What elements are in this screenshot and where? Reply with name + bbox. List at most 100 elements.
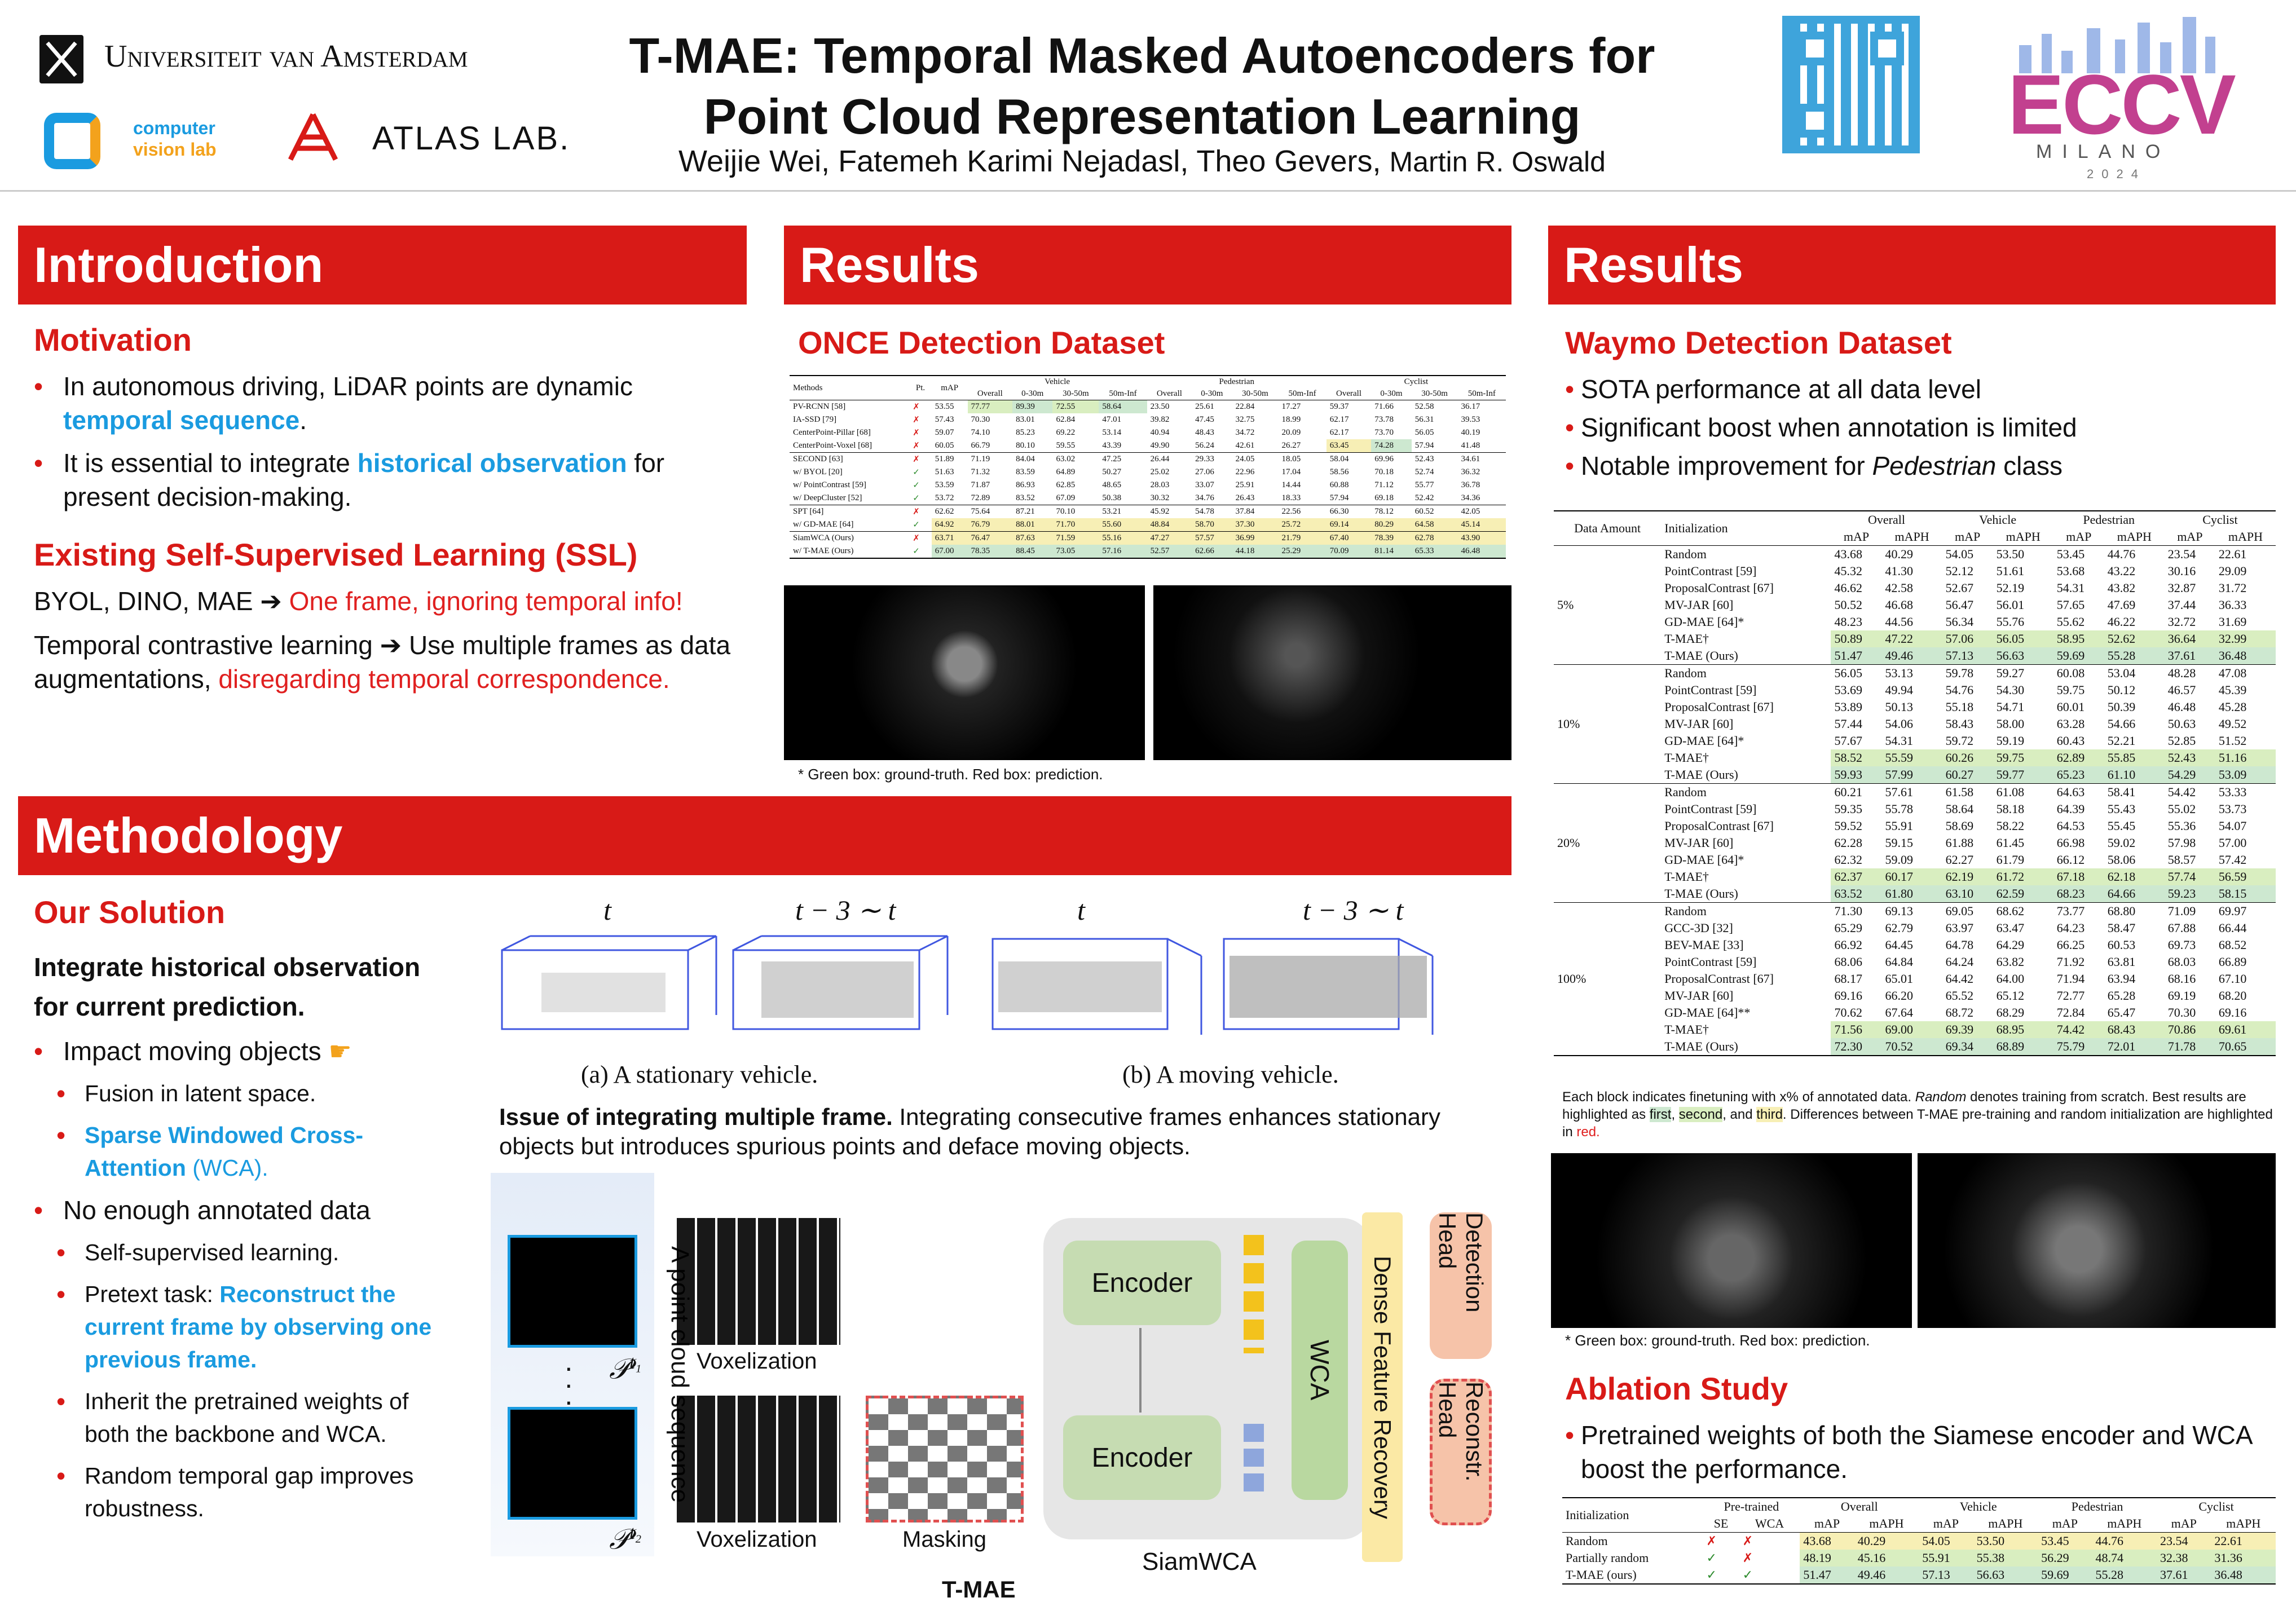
table-cell: Overall [1840, 1499, 1878, 1513]
table-cell: Methods [793, 383, 823, 392]
table-cell: 55.36 [2167, 819, 2196, 833]
table-cell: 65.01 [1885, 972, 1914, 986]
table-cell: BEV-MAE [33] [1664, 938, 1744, 952]
table-cell: 75.64 [971, 507, 990, 516]
table-cell: GD-MAE [64]* [1664, 734, 1744, 748]
table-cell: 68.62 [1996, 904, 2025, 918]
table-cell: mAP [941, 383, 959, 392]
table-cell: 65.33 [1411, 545, 1458, 558]
table-cell: 36.99 [1232, 531, 1279, 545]
ablation-bullets: Pretrained weights of both the Siamese e… [1565, 1418, 2270, 1495]
table-cell: ✗ [913, 455, 920, 464]
table-cell: 58.95 [2053, 630, 2104, 647]
eccv-year: 2024 [2087, 167, 2146, 181]
table-cell: 69.16 [1834, 988, 1862, 1003]
table-cell: 54.29 [2164, 766, 2215, 784]
table-cell: 44.56 [1885, 615, 1914, 629]
waymo-bullets: SOTA performance at all data level Signi… [1565, 372, 2276, 483]
ablation-point: Pretrained weights of both the Siamese e… [1565, 1418, 2270, 1486]
table-cell: 59.27 [1996, 666, 2025, 680]
table-cell: 63.28 [2056, 717, 2085, 731]
table-cell: 36.64 [2164, 630, 2215, 647]
table-cell: 49.52 [2218, 717, 2247, 731]
table-cell: 44.76 [2092, 1532, 2157, 1550]
table-cell: 62.84 [1056, 415, 1076, 424]
diagram-title: T-MAE [942, 1576, 1016, 1603]
dense-feature-recovery: Dense Feature Recovery [1362, 1212, 1403, 1562]
architecture-diagram: 𝒫t₁ 𝒫t₂ ··· A point cloud sequence Voxel… [491, 1173, 1511, 1613]
table-cell: 52.42 [1414, 493, 1434, 502]
table-cell: 78.39 [1371, 531, 1412, 545]
table-cell: 46.57 [2167, 683, 2196, 697]
pc-boxes [501, 935, 1434, 1035]
table-cell: T-MAE† [1664, 1022, 1709, 1036]
table-cell: 61.58 [1945, 785, 1974, 799]
table-cell: 32.87 [2167, 581, 2196, 595]
table-cell: 58.57 [2167, 853, 2196, 867]
table-cell: T-MAE† [1664, 632, 1709, 646]
voxel-label-1: Voxelization [697, 1349, 817, 1374]
table-cell: 40.29 [1885, 547, 1914, 561]
waymo-note: * Green box: ground-truth. Red box: pred… [1565, 1332, 1870, 1349]
frame-t2-label: 𝒫t₂ [609, 1522, 642, 1555]
table-cell: 83.01 [1016, 415, 1035, 424]
table-cell: 54.42 [2167, 785, 2196, 799]
table-cell: 84.04 [1016, 454, 1035, 464]
table-cell: 71.32 [971, 467, 990, 476]
table-cell: mAP [2177, 529, 2203, 544]
table-cell: SiamWCA (Ours) [793, 533, 854, 542]
table-cell: 55.62 [2056, 615, 2085, 629]
table-cell: 25.72 [1278, 518, 1327, 532]
table-cell: 64.29 [1996, 938, 2025, 952]
table-cell: 63.82 [1996, 955, 2025, 969]
table-cell: 60.53 [2107, 938, 2136, 952]
table-cell: 62.17 [1329, 428, 1349, 437]
table-cell: 51.16 [2215, 749, 2276, 766]
table-cell: 68.03 [2167, 955, 2196, 969]
voxel-grid-1 [677, 1218, 840, 1345]
table-cell: 62.85 [1056, 480, 1076, 489]
table-cell: 48.23 [1834, 615, 1862, 629]
table-cell: ✗ [913, 416, 920, 425]
table-cell: 62.27 [1945, 853, 1974, 867]
table-cell: 67.00 [931, 545, 968, 558]
table-cell: 48.28 [2167, 666, 2196, 680]
table-cell: 64.92 [931, 518, 968, 532]
table-cell: mAPH [2226, 1516, 2261, 1530]
table-cell: 74.42 [2053, 1021, 2104, 1038]
table-cell: 36.17 [1461, 402, 1480, 411]
table-cell: 40.29 [1854, 1532, 1919, 1550]
table-cell: Random [1664, 666, 1707, 680]
table-cell: 30-50m [1063, 389, 1089, 398]
table-cell: mAP [1814, 1516, 1840, 1530]
table-cell: 63.71 [931, 531, 968, 545]
solution-list-2: No enough annotated data [34, 1193, 451, 1227]
table-cell: T-MAE† [1664, 870, 1709, 884]
table-cell: 46.48 [2167, 700, 2196, 714]
table-cell: T-MAE† [1664, 751, 1709, 765]
table-cell: 58.18 [1996, 802, 2025, 816]
table-cell: 37.61 [2157, 1566, 2211, 1584]
table-cell: 0-30m [1201, 389, 1223, 398]
table-cell: 64.66 [2104, 885, 2165, 903]
table-cell: 60.27 [1942, 766, 1993, 784]
table-cell: 55.77 [1414, 480, 1434, 489]
table-cell: 48.84 [1147, 518, 1192, 532]
table-cell: 70.30 [971, 415, 990, 424]
table-cell: ✗ [1742, 1534, 1753, 1548]
motivation-heading: Motivation [34, 322, 192, 358]
table-cell: 66.44 [2218, 921, 2247, 935]
table-cell: 59.93 [1831, 766, 1882, 784]
table-cell: ProposalContrast [67] [1664, 700, 1774, 714]
table-cell: 58.56 [1329, 467, 1349, 476]
eccv-skyline-icon [2008, 11, 2222, 73]
table-cell: GD-MAE [64]* [1664, 853, 1744, 867]
table-cell: 58.41 [2107, 785, 2136, 799]
table-cell: 71.78 [2164, 1038, 2215, 1056]
